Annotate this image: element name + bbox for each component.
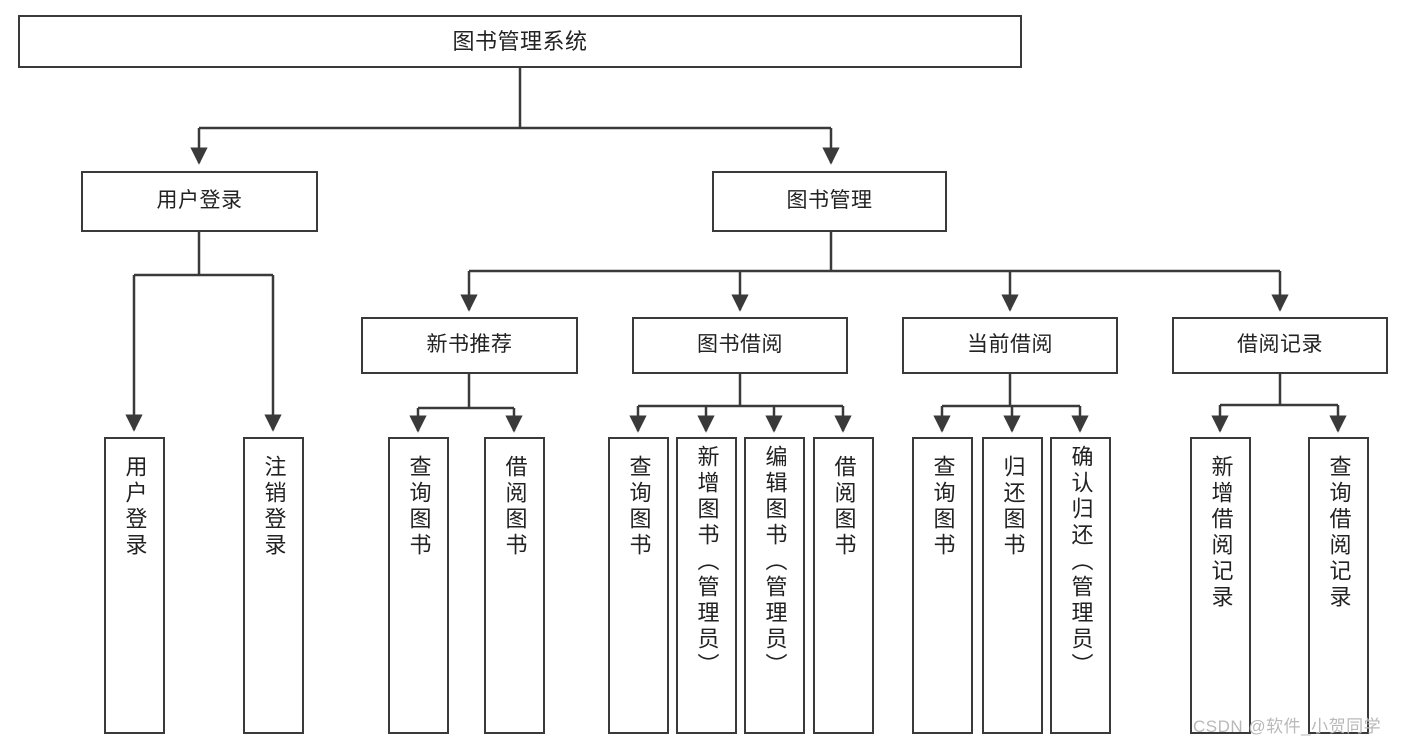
node-user-login-label: 用户登录 — [156, 189, 243, 213]
watermark: CSDN @软件_小贺同学 — [1193, 717, 1382, 736]
node-leaf-query-borrow-record-label: 查询借阅记录 — [1326, 455, 1352, 611]
node-book-borrow[interactable]: 图书借阅 — [632, 317, 848, 374]
node-leaf-query-borrow-record[interactable]: 查询借阅记录 — [1308, 437, 1369, 734]
node-book-management-label: 图书管理 — [786, 189, 873, 213]
node-root-label: 图书管理系统 — [452, 28, 588, 54]
node-leaf-query-book-3-label: 查询图书 — [930, 455, 956, 559]
node-new-book-recommendation[interactable]: 新书推荐 — [361, 317, 578, 374]
node-leaf-confirm-return-admin-label: 确认归还（管理员） — [1068, 445, 1094, 679]
node-leaf-query-book-1[interactable]: 查询图书 — [388, 437, 449, 734]
node-leaf-logout-label: 注销登录 — [261, 455, 287, 559]
node-leaf-return-book-label: 归还图书 — [1000, 455, 1026, 559]
node-leaf-borrow-book-1-label: 借阅图书 — [502, 455, 528, 559]
node-leaf-query-book-1-label: 查询图书 — [406, 455, 432, 559]
node-borrow-record[interactable]: 借阅记录 — [1172, 317, 1388, 374]
node-leaf-edit-book-admin[interactable]: 编辑图书（管理员） — [744, 437, 805, 734]
node-leaf-query-book-2[interactable]: 查询图书 — [608, 437, 669, 734]
node-leaf-add-book-admin[interactable]: 新增图书（管理员） — [676, 437, 737, 734]
node-leaf-edit-book-admin-label: 编辑图书（管理员） — [762, 445, 788, 679]
node-book-management[interactable]: 图书管理 — [712, 171, 947, 232]
node-leaf-borrow-book-2[interactable]: 借阅图书 — [813, 437, 874, 734]
node-leaf-query-book-2-label: 查询图书 — [626, 455, 652, 559]
node-root[interactable]: 图书管理系统 — [18, 15, 1022, 68]
node-leaf-user-login-label: 用户登录 — [122, 455, 148, 559]
node-leaf-query-book-3[interactable]: 查询图书 — [912, 437, 973, 734]
node-leaf-logout[interactable]: 注销登录 — [243, 437, 304, 734]
node-leaf-add-borrow-record-label: 新增借阅记录 — [1208, 455, 1234, 611]
node-current-borrow[interactable]: 当前借阅 — [902, 317, 1118, 374]
node-leaf-borrow-book-2-label: 借阅图书 — [831, 455, 857, 559]
node-book-borrow-label: 图书借阅 — [697, 333, 783, 357]
node-leaf-add-borrow-record[interactable]: 新增借阅记录 — [1190, 437, 1251, 734]
node-borrow-record-label: 借阅记录 — [1237, 333, 1323, 357]
node-leaf-add-book-admin-label: 新增图书（管理员） — [694, 445, 720, 679]
node-leaf-confirm-return-admin[interactable]: 确认归还（管理员） — [1050, 437, 1111, 734]
node-leaf-user-login[interactable]: 用户登录 — [104, 437, 165, 734]
node-current-borrow-label: 当前借阅 — [967, 333, 1053, 357]
node-leaf-borrow-book-1[interactable]: 借阅图书 — [484, 437, 545, 734]
node-leaf-return-book[interactable]: 归还图书 — [982, 437, 1043, 734]
node-user-login[interactable]: 用户登录 — [81, 171, 318, 232]
node-new-book-recommendation-label: 新书推荐 — [426, 333, 513, 357]
